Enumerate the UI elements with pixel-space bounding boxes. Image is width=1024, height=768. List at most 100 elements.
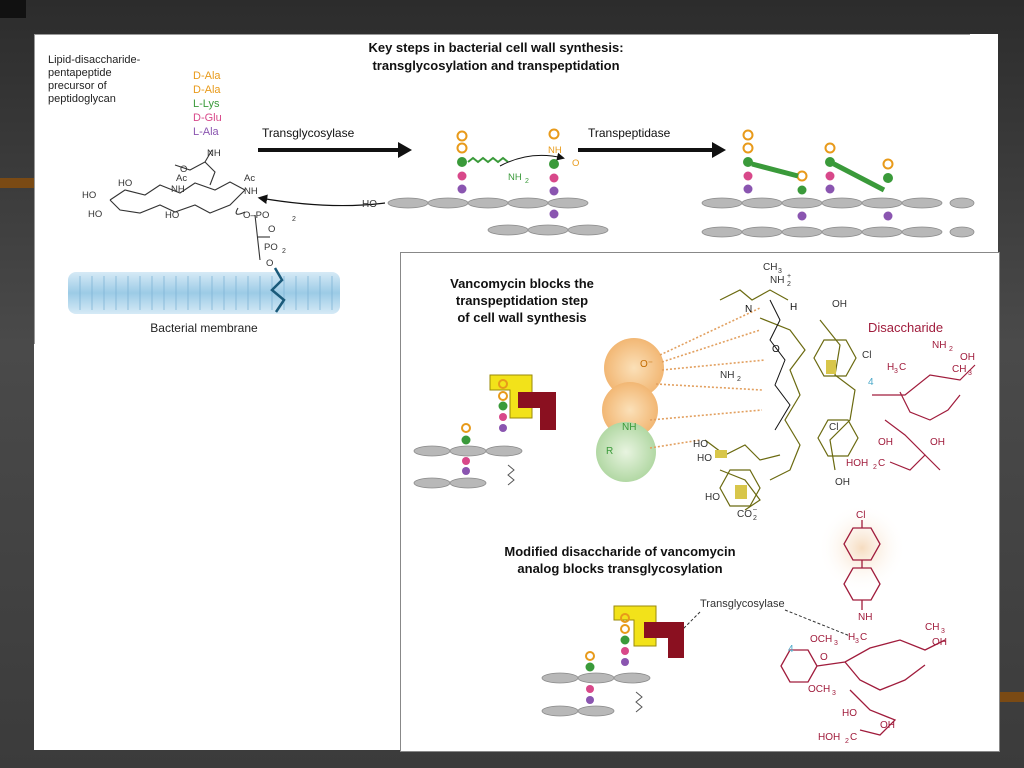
vanco-oh1: OH <box>832 299 847 310</box>
precursor-ac2: Ac <box>244 173 255 184</box>
vancomycin-backbone <box>704 289 859 511</box>
vanco-title-line1: Vancomycin blocks the <box>450 276 594 291</box>
amino-acid-l-ala: L-Ala <box>193 126 220 138</box>
vanco-ho1: HO <box>693 439 708 450</box>
nh2-label: NH <box>508 172 522 183</box>
disacch-oh: OH <box>960 352 975 363</box>
analog-och3b-sub: 3 <box>832 690 836 697</box>
vanco-stem-schematic <box>413 379 523 489</box>
transglycosylase-arrow-head <box>398 142 412 158</box>
precursor-o-po: O–PO <box>243 210 269 221</box>
vanco-o-label: O <box>772 344 780 355</box>
analog-hoh2c-sub: 2 <box>845 738 849 745</box>
precursor-ho1: HO <box>118 178 132 189</box>
transglycosylase-label: Transglycosylase <box>262 126 355 140</box>
disacch-h3c: H <box>887 362 894 373</box>
precursor-po-sub: 2 <box>292 216 296 223</box>
analog-title-line2: analog blocks transglycosylation <box>517 561 722 576</box>
nucleophilic-attack-arrow <box>499 152 565 167</box>
precursor-label-line3: precursor of <box>48 80 108 92</box>
lysine-sphere <box>596 422 656 482</box>
glycan-chain-middle <box>387 197 609 236</box>
analog-oh2: OH <box>880 720 895 731</box>
vanco-cl1: Cl <box>862 350 871 361</box>
amino-acid-d-glu: D-Glu <box>193 112 222 124</box>
disacch-nh2: NH <box>932 340 946 351</box>
right-strip-panel <box>970 34 998 252</box>
analog-ch3-sub: 3 <box>941 628 945 635</box>
analog-transglycosylase-label: Transglycosylase <box>700 598 785 610</box>
analog-ch3: CH <box>925 622 939 633</box>
chain-elongation-arrow <box>257 194 386 207</box>
precursor-label-line2: pentapeptide <box>48 67 112 79</box>
d-ala-terminal-sphere <box>604 338 664 398</box>
precursor-nh-top: NH <box>207 148 221 159</box>
analog-oh: OH <box>932 637 947 648</box>
vanco-ch3-sub: 3 <box>778 268 782 275</box>
disacch-h3c-c: C <box>899 362 906 373</box>
vanco-nh2a: NH <box>720 370 734 381</box>
precursor-ho2: HO <box>82 190 96 201</box>
vanco-nh2plus-sup: + <box>787 273 791 280</box>
analog-o: O <box>820 652 828 663</box>
nh-label: NH <box>548 145 562 156</box>
precursor-o: O <box>180 164 187 175</box>
disacch-position-4: 4 <box>868 377 874 388</box>
analog-h3c: H <box>848 632 855 643</box>
chain-ho-label: HO <box>362 199 377 210</box>
amino-acid-d-ala-1: D-Ala <box>193 70 221 82</box>
lipid-anchor-tail <box>270 267 286 313</box>
left-accent-bar <box>0 178 34 188</box>
vancomycin-peptide-bonds <box>769 299 791 431</box>
vanco-ho2: HO <box>697 453 712 464</box>
precursor-o2: O <box>266 258 273 269</box>
precursor-nh1: NH <box>171 184 185 195</box>
bacterial-membrane <box>68 272 340 314</box>
membrane-lipid-lines <box>79 276 333 310</box>
precursor-label-line4: peptidoglycan <box>48 93 116 105</box>
vanco-co2-sub: 2 <box>753 515 757 522</box>
transpeptidase-arrow-head <box>712 142 726 158</box>
disacch-ho: OH <box>878 437 893 448</box>
biphenyl-glow <box>818 504 906 592</box>
top-figure-title-line1: Key steps in bacterial cell wall synthes… <box>368 40 623 55</box>
precursor-ho4: HO <box>165 210 179 221</box>
analog-nh: NH <box>858 612 872 623</box>
precursor-nh2: NH <box>244 186 258 197</box>
vancomycin-highlights <box>715 360 836 499</box>
disacch-ch3: CH <box>952 364 966 375</box>
amino-acid-l-lys: L-Lys <box>193 98 220 110</box>
vanco-nh2a-sub: 2 <box>737 376 741 383</box>
analog-och3b: OCH <box>808 684 830 695</box>
left-blank-panel <box>34 344 400 750</box>
top-figure-title-line2: transglycosylation and transpeptidation <box>372 58 619 73</box>
disacch-hoh2c: HOH <box>846 458 868 469</box>
slide-corner-mark <box>0 0 26 18</box>
vanco-co2-sup: – <box>753 506 757 513</box>
vanco-nh: NH <box>622 422 636 433</box>
analog-h3c-sub: 3 <box>855 638 859 645</box>
disacch-nh2-sub: 2 <box>949 346 953 353</box>
analog-title-line1: Modified disaccharide of vancomycin <box>504 544 735 559</box>
disacch-ch3-sub: 3 <box>968 370 972 377</box>
analog-hoh2c: HOH <box>818 732 840 743</box>
analog-ho: HO <box>842 708 857 719</box>
lysine-side-chain <box>467 156 509 164</box>
vanco-ch3: CH <box>763 262 777 273</box>
analog-h3c-c: C <box>860 632 867 643</box>
precursor-label-line1: Lipid-disaccharide- <box>48 54 141 66</box>
biphenyl-rings <box>843 520 881 610</box>
glycan-chain-right <box>701 197 975 238</box>
disacch-hoh2c-c: C <box>878 458 885 469</box>
vanco-title-line2: transpeptidation step <box>456 293 588 308</box>
vanco-co2: CO <box>737 509 752 520</box>
analog-och3a-sub: 3 <box>834 640 838 647</box>
precursor-po2-sub: 2 <box>282 248 286 255</box>
vanco-cl2: Cl <box>829 422 838 433</box>
disaccharide-structure <box>872 364 976 471</box>
disaccharide-label: Disaccharide <box>868 320 943 335</box>
vanco-oh5: OH <box>835 477 850 488</box>
precursor-ac1: Ac <box>176 173 187 184</box>
disacch-oh4: OH <box>930 437 945 448</box>
vanco-n-label: N <box>745 304 752 315</box>
